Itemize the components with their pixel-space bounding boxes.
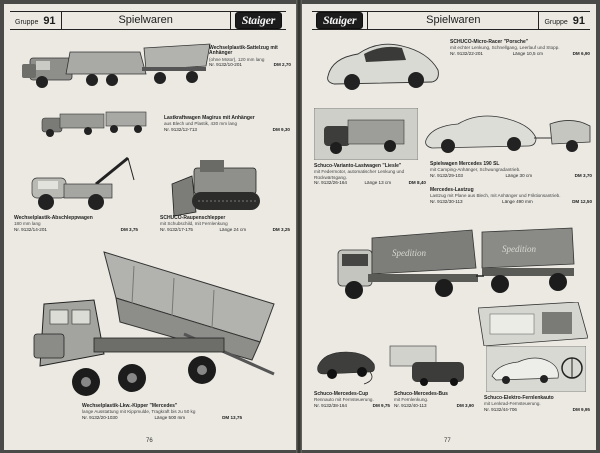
- toy-liesle-truck-image: [314, 108, 418, 160]
- toy-truck-trailer-image: [22, 43, 211, 88]
- price-label: DM 3,70: [574, 172, 592, 178]
- toy-porsche-image: [327, 43, 439, 90]
- price-label: DM 9,75: [372, 402, 390, 408]
- catalog-item: SCHUCO-Raupenschlepper mit Schubschild, …: [160, 215, 290, 232]
- price-label: DM 2,70: [273, 62, 291, 68]
- page-title: Spielwaren: [60, 12, 231, 29]
- price-label: DM 3,90: [456, 402, 474, 408]
- page-title: Spielwaren: [367, 12, 540, 29]
- price-label: DM 3,75: [120, 226, 138, 232]
- toy-mercedes-bus-image: [389, 345, 464, 386]
- page-number: 77: [444, 438, 451, 444]
- catalog-item: Schuco-Mercedes-Bus mit Fernlenkung. Nr.…: [394, 391, 474, 408]
- toy-boxed-set-image: [478, 302, 588, 346]
- book-spine: [296, 0, 302, 453]
- brand-logo: Staiger: [316, 12, 364, 29]
- svg-text:Spedition: Spedition: [392, 248, 426, 258]
- toy-mercedes-cup-image: [317, 351, 375, 385]
- catalog-page-right: Staiger Spielwaren Gruppe 91 SCHUCO-Micr…: [302, 4, 596, 450]
- page-header: Staiger Spielwaren Gruppe 91: [312, 11, 590, 30]
- group-indicator: Gruppe 91: [15, 14, 56, 27]
- catalog-item: Wechselplastik-Sattelzug mit Anhänger (o…: [209, 45, 291, 68]
- page-header: Gruppe 91 Spielwaren Staiger: [10, 11, 286, 30]
- toy-elektro-fernlenkauto-image: [486, 346, 586, 392]
- toy-dump-truck-image: [33, 251, 275, 396]
- toy-tow-truck-image: [31, 156, 135, 210]
- catalog-item: Mercedes-Lastzug Lastzug mit Plane aus B…: [430, 187, 592, 204]
- price-label: DM 13,75: [222, 414, 242, 420]
- toy-magirus-truck-image: [41, 111, 147, 137]
- catalog-page-left: Gruppe 91 Spielwaren Staiger Wechselplas…: [4, 4, 296, 450]
- price-label: DM 6,90: [572, 50, 590, 56]
- page-number: 76: [146, 438, 153, 444]
- catalog-item: Schuco-Mercedes-Cup Rennauto mit Fernste…: [314, 391, 390, 408]
- catalog-item: Spielwagen Mercedes 190 SL mit Camping-A…: [430, 161, 592, 178]
- price-label: DM 9,95: [572, 406, 590, 412]
- group-indicator: Gruppe 91: [544, 14, 585, 27]
- toy-mercedes-190sl-image: [425, 115, 591, 153]
- catalog-item: Schuco-Elektro-Fernlenkauto mit Lenkrad-…: [484, 395, 590, 412]
- catalog-item: Wechselplastik-Abschleppwagen 180 mm lan…: [14, 215, 138, 232]
- price-label: DM 12,50: [572, 198, 592, 204]
- price-label: DM 9,30: [272, 126, 290, 132]
- brand-logo: Staiger: [234, 12, 282, 29]
- catalog-item: Wechselplastik-Lkw.-Kipper "Mercedes" la…: [82, 403, 242, 420]
- svg-text:Spedition: Spedition: [502, 244, 536, 254]
- price-label: DM 8,40: [408, 180, 426, 186]
- catalog-item: SCHUCO-Micro-Racer "Porsche" mit echter …: [450, 39, 590, 56]
- price-label: DM 3,25: [272, 226, 290, 232]
- toy-bulldozer-image: [171, 160, 260, 217]
- catalog-item: Lastkraftwagen Magirus mit Anhänger aus …: [164, 115, 290, 132]
- toy-mercedes-lorry-image: Spedition Spedition: [337, 227, 575, 299]
- catalog-item: Schuco-Varianto-Lastwagen "Liesle" mit F…: [314, 163, 426, 186]
